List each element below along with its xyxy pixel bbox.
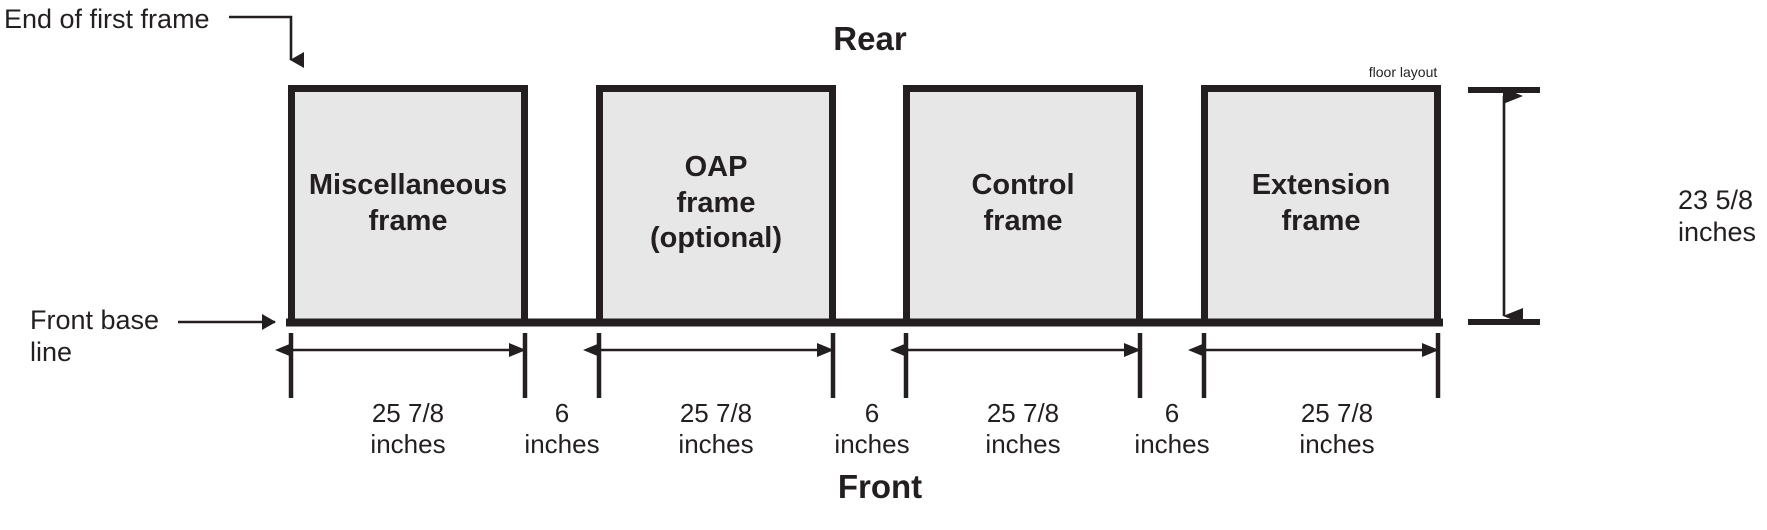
dim-label-gap-width-3: 6 inches	[1134, 398, 1210, 459]
frame-box-label: OAP frame (optional)	[649, 151, 783, 255]
dim-label-gap-width-2: 6 inches	[834, 398, 910, 459]
front-label: Front	[837, 468, 923, 505]
dim-label-frame-width-3: 25 7/8 inches	[985, 398, 1061, 459]
end-of-first-frame-leader	[229, 15, 304, 68]
frame-box-label: Miscellaneous frame	[308, 169, 508, 237]
frame-box-miscellaneous: Miscellaneous frame	[288, 85, 528, 326]
height-dimension-line	[1468, 87, 1540, 325]
frame-box-label: Control frame	[971, 169, 1075, 237]
dim-label-frame-width-2: 25 7/8 inches	[678, 398, 754, 459]
dim-label-frame-width-4: 25 7/8 inches	[1299, 398, 1375, 459]
dimension-extension-ticks	[288, 333, 1441, 398]
frame-box-extension: Extension frame	[1201, 85, 1441, 326]
dim-label-frame-width-1: 25 7/8 inches	[370, 398, 446, 459]
frame-box-label: Extension frame	[1251, 169, 1391, 237]
dim-label-gap-width-1: 6 inches	[524, 398, 600, 459]
end-of-first-frame-label: End of first frame	[4, 4, 210, 34]
rear-label: Rear	[833, 20, 907, 57]
frame-box-control: Control frame	[903, 85, 1143, 326]
height-dimension-label: 23 5/8 inches	[1678, 185, 1757, 247]
floor-layout-caption: floor layout	[1368, 64, 1438, 80]
front-base-line-label: Front base line	[30, 305, 160, 367]
